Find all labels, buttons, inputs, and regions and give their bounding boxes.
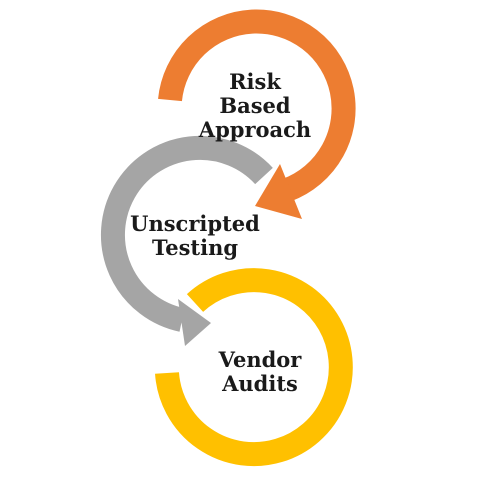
vendor-audits-line-2: Audits bbox=[222, 371, 298, 396]
unscripted-testing-ring bbox=[101, 135, 273, 332]
unscripted-testing-line-2: Testing bbox=[151, 235, 239, 260]
vendor-audits-line-1: Vendor bbox=[218, 347, 302, 372]
unscripted-testing-arrow bbox=[101, 135, 273, 346]
risk-based-approach-arrow bbox=[158, 9, 356, 219]
risk-based-approach-line-1: Risk bbox=[229, 69, 281, 94]
vendor-audits-arrow bbox=[155, 268, 353, 467]
risk-based-approach-line-2: Based bbox=[219, 93, 291, 118]
risk-based-approach-label: Risk Based Approach bbox=[185, 70, 325, 142]
risk-based-approach-arrowhead bbox=[255, 164, 302, 219]
risk-based-approach-ring bbox=[158, 9, 356, 202]
unscripted-testing-line-1: Unscripted bbox=[130, 211, 260, 236]
vendor-audits-ring bbox=[155, 268, 353, 467]
vendor-audits-label: Vendor Audits bbox=[195, 348, 325, 396]
unscripted-testing-label: Unscripted Testing bbox=[105, 212, 285, 260]
risk-based-approach-line-3: Approach bbox=[198, 117, 312, 142]
unscripted-testing-arrowhead bbox=[178, 299, 211, 346]
